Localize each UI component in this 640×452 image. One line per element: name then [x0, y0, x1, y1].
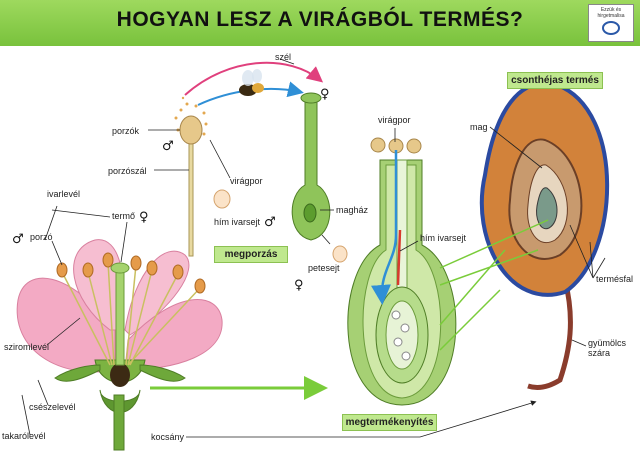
box-megtermekenyites: megtermékenyítés — [342, 414, 437, 431]
sepal-left — [54, 364, 101, 382]
ovary-small — [110, 363, 130, 387]
pollen-tube-red — [396, 229, 402, 286]
box-csonthejas-termes: csonthéjas termés — [507, 72, 603, 89]
label-viragpor-1: virágpor — [230, 176, 263, 186]
label-takarolevel: takarólevél — [2, 431, 46, 441]
pollen-tube-blue — [371, 150, 398, 305]
egg-cell-small — [332, 245, 348, 263]
pollen-dots — [174, 96, 208, 136]
flower-illustration — [16, 239, 223, 451]
pistil-illustration — [291, 92, 348, 263]
wind-arrow — [184, 61, 324, 96]
label-ivarlevel: ivarlevél — [47, 189, 80, 199]
label-cseszelevel: csészelevél — [29, 402, 76, 412]
drupe-illustration — [479, 81, 610, 390]
pollen-on-stigma — [370, 137, 422, 154]
label-sziromlevel: sziromlevél — [4, 342, 49, 352]
male-symbol-porzo: ♂ — [12, 232, 24, 247]
fertilization-illustration — [347, 137, 457, 406]
logo-text: Ezzük és hirgetmalisa — [597, 7, 625, 19]
label-gyumolcs-szara: gyümölcs szára — [588, 338, 629, 358]
flow-line-3 — [439, 249, 506, 326]
label-maghaz: magház — [336, 205, 369, 215]
leader-lines — [21, 58, 606, 438]
box-megporzas: megporzás — [214, 246, 288, 263]
label-porzok: porzók — [112, 126, 140, 136]
label-porzo: porzó — [30, 232, 53, 242]
label-viragpor-2: virágpor — [378, 115, 411, 125]
pistil-body — [291, 99, 331, 241]
anthers-small — [56, 252, 206, 294]
female-symbol-termo: ♀ — [139, 210, 149, 225]
ovule-small — [303, 203, 317, 223]
stigma-small — [110, 262, 130, 274]
label-him-ivarsejt-1: hím ivarsejt — [214, 217, 261, 227]
pollen-grain — [213, 189, 231, 209]
male-symbol-him-ivarsejt: ♂ — [264, 215, 276, 230]
label-termo: termő — [112, 211, 135, 221]
stigma — [300, 92, 322, 104]
flow-line-1 — [439, 219, 549, 269]
flower-stalk — [113, 394, 125, 451]
label-gyumolcs-szara-line2: szára — [588, 348, 610, 358]
page-title: HOGYAN LESZ A VIRÁGBÓL TERMÉS? — [116, 8, 524, 31]
label-szel: szél — [275, 52, 291, 62]
female-symbol-petesejt: ♀ — [294, 278, 304, 293]
title-banner — [0, 0, 640, 46]
label-him-ivarsejt-2: hím ivarsejt — [420, 233, 467, 243]
label-porzoszal: porzószál — [108, 166, 147, 176]
filament — [188, 137, 194, 257]
sepal-right — [139, 364, 186, 382]
pistil-style — [115, 269, 125, 366]
bee-icon — [239, 69, 264, 96]
flow-line-4 — [439, 289, 501, 351]
male-symbol-porzok: ♂ — [162, 139, 174, 154]
label-kocsany: kocsány — [151, 432, 185, 442]
anther — [179, 115, 203, 145]
female-symbol-pistil: ♀ — [320, 87, 330, 102]
logo-mark-icon — [602, 21, 620, 35]
label-petesejt: petesejt — [308, 263, 340, 273]
label-gyumolcs-szara-line1: gyümölcs — [588, 338, 627, 348]
fruit-stalk — [527, 279, 573, 390]
stamen-illustration — [174, 96, 231, 257]
label-mag: mag — [470, 122, 488, 132]
label-termesfal: termésfal — [596, 274, 633, 284]
publisher-logo: Ezzük és hirgetmalisa — [588, 4, 634, 42]
petal-right — [124, 299, 223, 371]
